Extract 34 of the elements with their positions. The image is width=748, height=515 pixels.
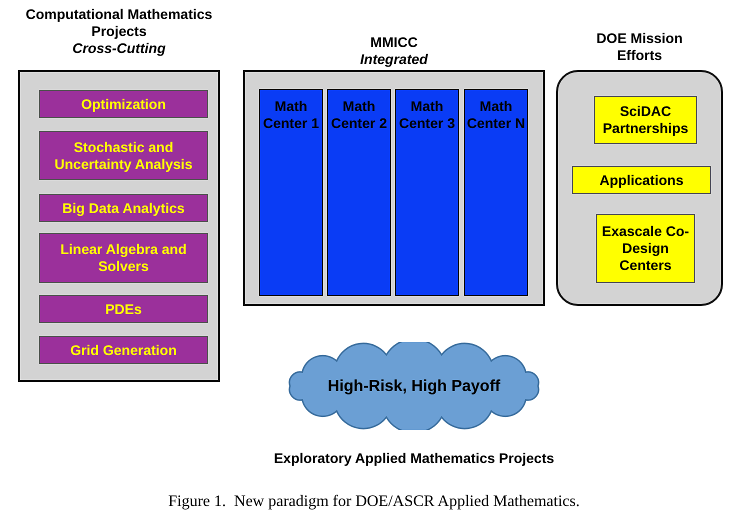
- effort-box: [594, 96, 697, 144]
- center-column: [327, 89, 391, 296]
- box-label: Math Center 2: [330, 98, 388, 132]
- box-label: Exascale Co-Design Centers: [600, 223, 690, 274]
- panel-heading: Computational Mathematics Projects: [24, 6, 214, 40]
- topic-box: [39, 194, 208, 222]
- effort-box: [596, 214, 695, 283]
- box-label: Applications: [599, 172, 684, 188]
- box-label: Big Data Analytics: [62, 200, 185, 216]
- topic-box: [39, 336, 208, 364]
- panel-subheading: Cross-Cutting: [72, 40, 166, 57]
- topic-box: [39, 90, 208, 118]
- topic-box: [39, 131, 208, 180]
- box-label: High-Risk, High Payoff: [328, 378, 500, 394]
- center-column: [395, 89, 459, 296]
- box-label: Math Center 1: [262, 98, 320, 132]
- box-label: Linear Algebra and Solvers: [59, 241, 188, 275]
- topic-box: [39, 295, 208, 323]
- box-label: Math Center N: [466, 98, 526, 132]
- figure-caption: Figure 1. New paradigm for DOE/ASCR Applied Mathematics.: [167, 493, 581, 511]
- box-label: Math Center 3: [398, 98, 456, 132]
- box-label: Stochastic and Uncertainty Analysis: [54, 138, 194, 172]
- box-label: Optimization: [81, 96, 166, 112]
- center-column: [464, 89, 528, 296]
- panel-subheading: Integrated: [360, 51, 428, 68]
- box-label: Grid Generation: [70, 342, 177, 358]
- projects-label: Exploratory Applied Mathematics Projects: [272, 450, 556, 467]
- center-column: [259, 89, 323, 296]
- box-label: SciDAC Partnerships: [602, 103, 690, 137]
- topic-box: [39, 233, 208, 283]
- effort-box: [572, 166, 711, 194]
- box-label: PDEs: [105, 300, 142, 318]
- panel-heading: DOE Mission Efforts: [595, 30, 684, 64]
- panel-heading: MMICC: [370, 34, 418, 51]
